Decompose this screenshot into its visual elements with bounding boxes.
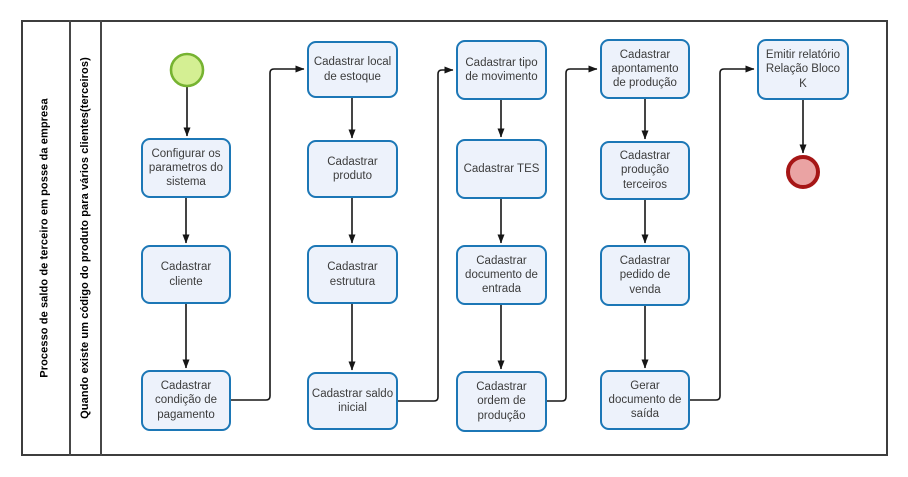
flow-ordem-producao-to-apontamento [547, 65, 598, 402]
task-cadastrar-condicao-pagamento[interactable]: Cadastrar condição de pagamento [141, 370, 231, 431]
flow-condicao-to-local-estoque [231, 65, 305, 401]
bpmn-pool [21, 20, 888, 456]
task-label: Cadastrar local de estoque [313, 56, 392, 83]
task-label: Cadastrar estrutura [327, 261, 378, 288]
task-cadastrar-estrutura[interactable]: Cadastrar estrutura [307, 245, 398, 304]
lane-divider [69, 20, 71, 456]
task-cadastrar-tes[interactable]: Cadastrar TES [456, 139, 547, 199]
task-cadastrar-pedido-venda[interactable]: Cadastrar pedido de venda [600, 245, 690, 306]
task-cadastrar-produto[interactable]: Cadastrar produto [307, 140, 398, 198]
start-event[interactable] [169, 52, 205, 88]
flow-documento-saida-to-relatorio [690, 65, 755, 401]
task-cadastrar-local-estoque[interactable]: Cadastrar local de estoque [307, 41, 398, 98]
task-gerar-documento-saida[interactable]: Gerar documento de saída [600, 370, 690, 430]
task-emitir-relatorio-bloco-k[interactable]: Emitir relatório Relação Bloco K [757, 39, 849, 100]
task-label: Cadastrar produto [327, 155, 378, 182]
task-cadastrar-documento-entrada[interactable]: Cadastrar documento de entrada [456, 245, 547, 305]
task-label: Cadastrar cliente [160, 261, 212, 288]
task-cadastrar-ordem-producao[interactable]: Cadastrar ordem de produção [456, 371, 547, 432]
task-label: Emitir relatório Relação Bloco K [765, 49, 841, 90]
lane-divider [100, 20, 102, 456]
task-cadastrar-producao-terceiros[interactable]: Cadastrar produção terceiros [600, 141, 690, 200]
task-cadastrar-cliente[interactable]: Cadastrar cliente [141, 245, 231, 304]
task-label: Cadastrar TES [463, 162, 540, 175]
task-label: Cadastrar pedido de venda [619, 255, 671, 296]
task-label: Configurar os parametros do sistema [148, 147, 224, 188]
task-label: Gerar documento de saída [608, 379, 682, 420]
flow-saldo-inicial-to-tipo-movimento [398, 66, 454, 402]
task-label: Cadastrar tipo de movimento [465, 56, 538, 83]
end-event[interactable] [786, 155, 820, 189]
task-label: Cadastrar documento de entrada [465, 254, 538, 295]
task-label: Cadastrar condição de pagamento [154, 380, 218, 421]
task-cadastrar-tipo-movimento[interactable]: Cadastrar tipo de movimento [456, 40, 547, 100]
task-configurar-parametros[interactable]: Configurar os parametros do sistema [141, 138, 231, 198]
task-cadastrar-apontamento-producao[interactable]: Cadastrar apontamento de produção [600, 39, 690, 99]
task-cadastrar-saldo-inicial[interactable]: Cadastrar saldo inicial [307, 372, 398, 430]
task-label: Cadastrar ordem de produção [476, 381, 527, 422]
task-label: Cadastrar apontamento de produção [611, 48, 679, 89]
task-label: Cadastrar saldo inicial [311, 387, 394, 414]
task-label: Cadastrar produção terceiros [619, 150, 671, 191]
